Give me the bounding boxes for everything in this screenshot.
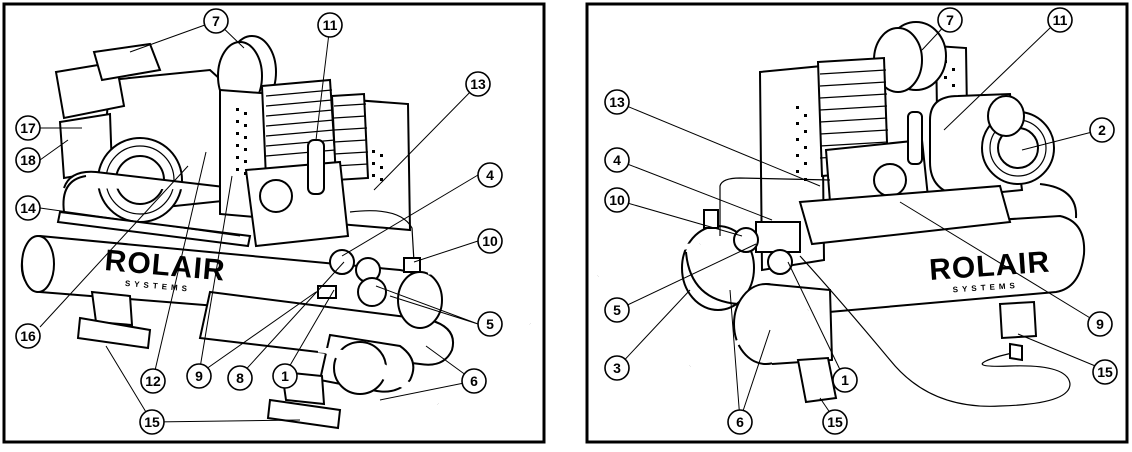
svg-text:15: 15 xyxy=(827,414,843,430)
svg-text:11: 11 xyxy=(323,17,338,33)
svg-text:3: 3 xyxy=(613,360,621,376)
right-callout-15-b: 15 xyxy=(1092,359,1118,385)
svg-text:6: 6 xyxy=(736,414,744,430)
right-callout-15-a: 15 xyxy=(822,409,848,435)
svg-text:11: 11 xyxy=(1053,12,1068,28)
right-callout-5: 5 xyxy=(604,297,630,323)
right-callout-7: 7 xyxy=(937,7,963,33)
left-callout-9: 9 xyxy=(186,363,212,389)
svg-text:4: 4 xyxy=(613,152,621,168)
svg-text:14: 14 xyxy=(20,200,36,216)
svg-text:2: 2 xyxy=(1098,122,1106,138)
left-callout-15: 15 xyxy=(139,409,165,435)
svg-text:9: 9 xyxy=(1096,316,1104,332)
svg-text:8: 8 xyxy=(236,370,244,386)
right-compressor-illustration xyxy=(596,21,1086,407)
right-callouts: 7 11 13 2 4 10 5 3 6 1 9 15 15 xyxy=(604,7,1118,435)
right-callout-10: 10 xyxy=(604,187,630,213)
right-callout-2: 2 xyxy=(1089,117,1115,143)
left-callout-17: 17 xyxy=(15,115,41,141)
right-callout-11: 11 xyxy=(1047,7,1073,33)
svg-text:15: 15 xyxy=(1097,364,1113,380)
svg-text:7: 7 xyxy=(946,12,954,28)
left-callout-11: 11 xyxy=(317,12,343,38)
svg-text:10: 10 xyxy=(609,192,625,208)
svg-text:5: 5 xyxy=(486,316,494,332)
svg-text:4: 4 xyxy=(486,167,494,183)
svg-text:1: 1 xyxy=(281,368,289,384)
left-callout-10: 10 xyxy=(477,228,503,254)
svg-text:10: 10 xyxy=(482,233,498,249)
svg-text:18: 18 xyxy=(20,152,36,168)
svg-text:5: 5 xyxy=(613,302,621,318)
left-callout-14: 14 xyxy=(15,195,41,221)
left-callouts: 7 11 13 17 18 14 16 4 10 5 12 9 8 1 6 15 xyxy=(15,8,503,435)
svg-text:6: 6 xyxy=(470,373,478,389)
svg-text:13: 13 xyxy=(470,76,486,92)
left-callout-13: 13 xyxy=(465,71,491,97)
svg-text:16: 16 xyxy=(20,328,36,344)
left-leader-lines xyxy=(39,20,479,423)
left-callout-18: 18 xyxy=(15,147,41,173)
svg-text:13: 13 xyxy=(609,94,625,110)
right-callout-4: 4 xyxy=(604,147,630,173)
right-callout-3: 3 xyxy=(604,355,630,381)
svg-text:12: 12 xyxy=(145,373,161,389)
right-callout-6: 6 xyxy=(727,409,753,435)
svg-text:15: 15 xyxy=(144,414,160,430)
right-callout-9: 9 xyxy=(1087,311,1113,337)
left-callout-16: 16 xyxy=(15,323,41,349)
left-callout-1: 1 xyxy=(272,363,298,389)
svg-text:17: 17 xyxy=(20,120,36,136)
right-callout-13: 13 xyxy=(604,89,630,115)
left-callout-6: 6 xyxy=(461,368,487,394)
left-compressor-illustration xyxy=(20,35,533,430)
left-callout-12: 12 xyxy=(140,368,166,394)
left-callout-4: 4 xyxy=(477,162,503,188)
left-callout-7: 7 xyxy=(203,8,229,34)
svg-text:9: 9 xyxy=(195,368,203,384)
left-callout-5: 5 xyxy=(477,311,503,337)
left-callout-8: 8 xyxy=(227,365,253,391)
right-callout-1: 1 xyxy=(832,367,858,393)
svg-text:7: 7 xyxy=(212,13,220,29)
svg-text:1: 1 xyxy=(841,372,849,388)
